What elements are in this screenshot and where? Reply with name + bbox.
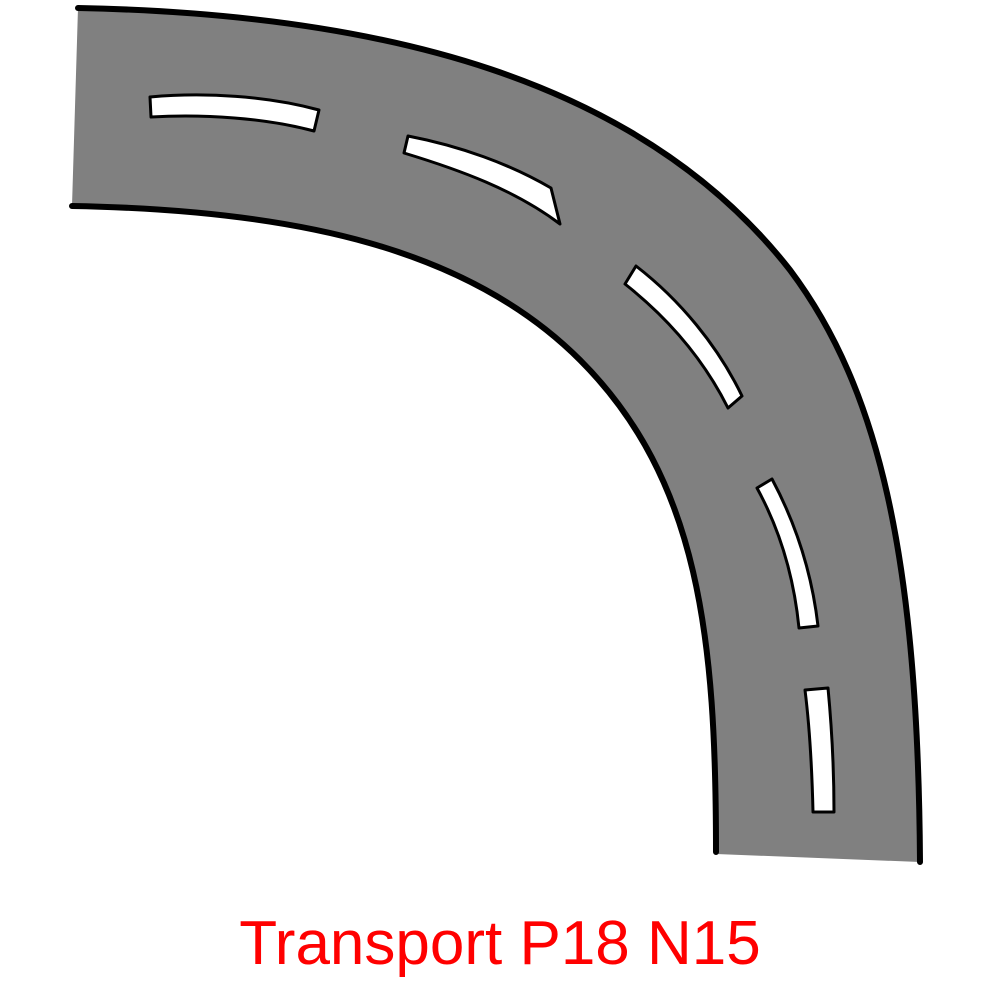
lane-markings (148, 93, 836, 814)
road-surface (72, 8, 920, 862)
lane-mark (755, 477, 820, 630)
lane-mark (623, 264, 744, 410)
lane-mark (148, 93, 321, 133)
road-edge-inner (69, 203, 719, 855)
caption-label: Transport P18 N15 (239, 909, 761, 978)
road-edge-outer (75, 5, 923, 865)
lane-mark (803, 686, 836, 814)
lane-mark (402, 134, 562, 226)
